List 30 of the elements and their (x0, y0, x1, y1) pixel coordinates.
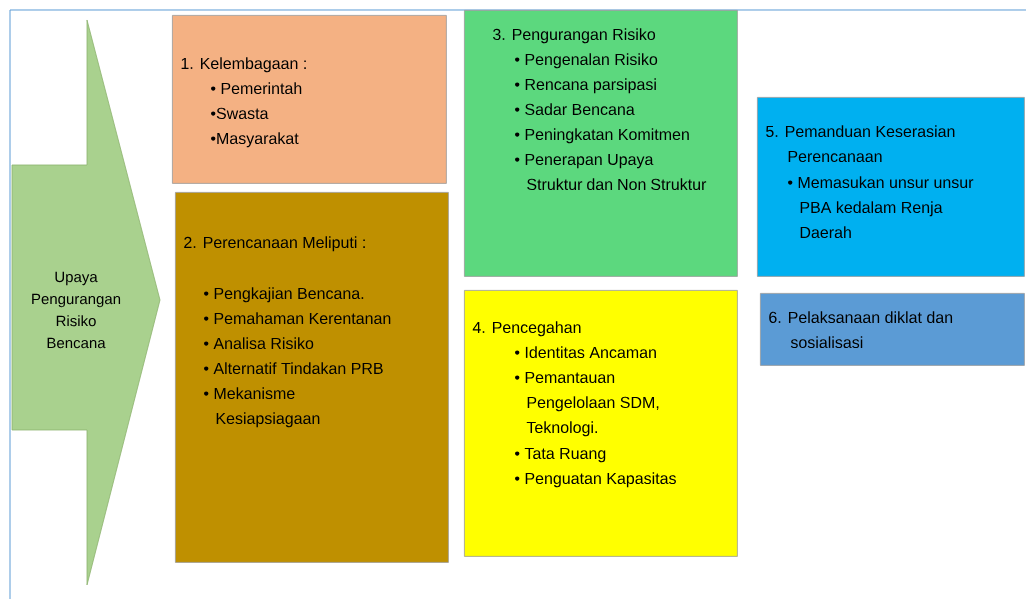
bullet-item: • Pengenalan Risiko (515, 53, 658, 69)
category-box (175, 192, 449, 563)
category-box (464, 10, 738, 277)
box-heading: 6. Pelaksanaan diklat dan sosialisasi (769, 311, 953, 349)
bullet-item: • Identitas Ancaman (515, 346, 656, 359)
bullet-item: •Swasta (211, 107, 269, 120)
box-heading: 2. Perencanaan Meliputi : (184, 236, 365, 252)
category-box (757, 97, 1025, 277)
bullet-item: • Memasukan unsur unsur PBA kedalam Renja Daerah (788, 176, 974, 239)
category-box (172, 15, 447, 184)
bullet-item: • Tata Ruang (515, 447, 606, 463)
category-box (464, 290, 738, 557)
bullet-item: • Analisa Risiko (204, 337, 314, 350)
bullet-item: • Penerapan Upaya Struktur dan Non Struktur (515, 153, 707, 191)
bullet-item: • Rencana parsipasi (515, 78, 656, 94)
box-heading: 3. Pengurangan Risiko (493, 28, 656, 44)
bullet-item: • Sadar Bencana (515, 103, 635, 116)
bullet-item: • Pemahaman Kerentanan (204, 312, 391, 325)
box-heading: 5. Pemanduan Keserasian Perencanaan (766, 125, 955, 163)
bullet-item: • Peningkatan Komitmen (515, 128, 689, 144)
bullet-item: • Penguatan Kapasitas (515, 472, 676, 488)
bullet-item: • Pemantauan Pengelolaan SDM, Teknologi. (515, 371, 659, 437)
bullet-item: • Mekanisme Kesiapsiagaan (204, 387, 320, 428)
category-box (760, 293, 1025, 366)
bullet-item: •Masyarakat (211, 132, 299, 148)
box-heading: 1. Kelembagaan : (181, 57, 306, 73)
bullet-item: • Pengkajian Bencana. (204, 287, 364, 303)
bullet-item: • Pemerintah (211, 82, 302, 95)
bullet-item: • Alternatif Tindakan PRB (204, 362, 383, 375)
box-heading: 4. Pencegahan (472, 321, 581, 337)
